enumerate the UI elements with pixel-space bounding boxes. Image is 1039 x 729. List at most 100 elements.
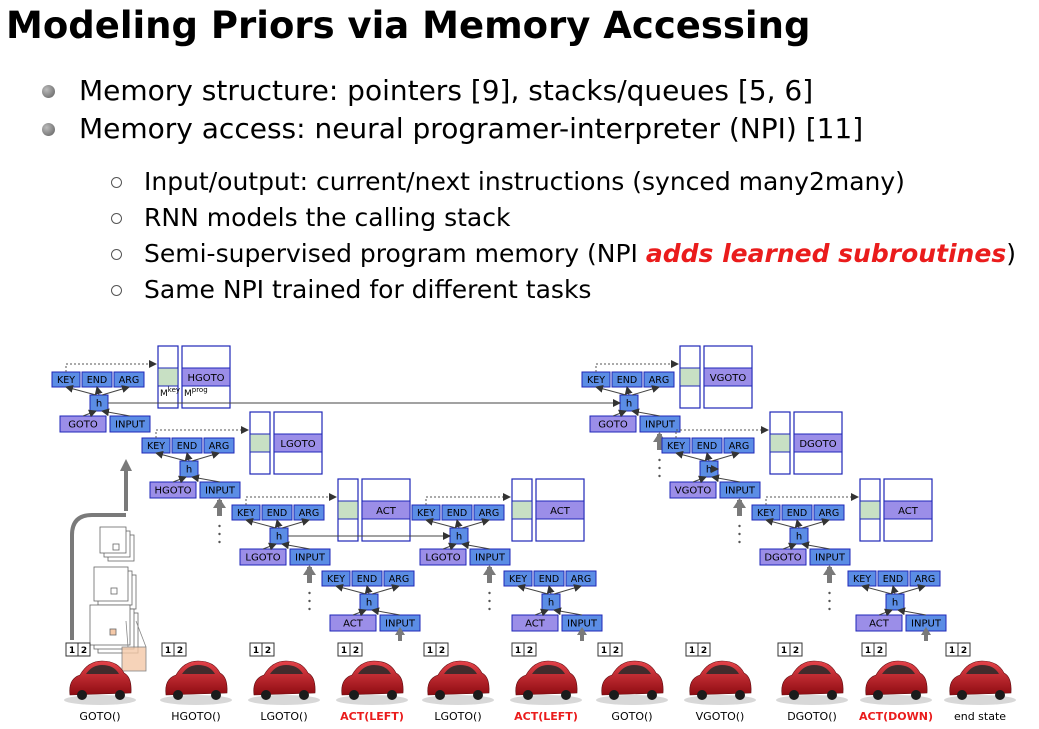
image-feed-arrow-head [120, 459, 132, 471]
frame-5-num2-box [523, 642, 537, 657]
npi-goto-left-mkey-selected [157, 367, 179, 387]
npi-act-1-input-label: INPUT [385, 619, 416, 630]
npi-act-1-end-label: END [357, 574, 377, 585]
subbullet-calling-stack: RNN models the calling stack [109, 200, 1016, 236]
frame-7-num2-box [697, 642, 711, 657]
bullet-memory-structure: Memory structure: pointers [9], stacks/q… [38, 72, 863, 110]
frame-4-car-window [444, 665, 477, 674]
frame-5-wheel-front [523, 690, 533, 700]
npi-lgoto-1-continuation-dot-2 [308, 607, 311, 611]
npi-goto-left-prog-to-h-arrow [82, 409, 97, 418]
frame-10-car-window [966, 665, 999, 674]
frame-10-num1: 1 [949, 646, 955, 656]
frame-7-caption: VGOTO() [696, 710, 745, 723]
frame-6-caption: GOTO() [611, 710, 652, 723]
npi-vgoto-prog-to-h-arrow [692, 475, 707, 484]
frame-0-wheel-rear [115, 690, 125, 700]
npi-hgoto-h-label: h [186, 465, 192, 476]
act-input-arrow-shaft-0 [398, 633, 402, 641]
frame-10-num2-box [957, 642, 971, 657]
npi-vgoto-key-label: KEY [667, 441, 685, 452]
npi-dgoto-continuation-dot-1 [828, 599, 831, 603]
npi-vgoto-h-to-key-arrow [675, 450, 707, 462]
subbullet-input-output: Input/output: current/next instructions … [109, 164, 1016, 200]
npi-hgoto-input-label: INPUT [205, 486, 236, 497]
main-bullet-list: Memory structure: pointers [9], stacks/q… [38, 72, 863, 148]
npi-lgoto-1-continuation-dot-0 [308, 591, 311, 595]
npi-dgoto-mkey-selected [859, 500, 881, 520]
npi-act-1-key-label: KEY [327, 574, 345, 585]
slide-title: Modeling Priors via Memory Accessing [6, 4, 811, 47]
frame-2-num2: 2 [265, 646, 271, 656]
frame-10-num2: 2 [961, 646, 967, 656]
npi-lgoto-2-continuation-dot-0 [488, 591, 491, 595]
frame-4-car-icon [427, 660, 490, 696]
frame-1-num1: 1 [165, 646, 171, 656]
frame-2-caption: LGOTO() [260, 710, 307, 723]
mkey-sup: key [168, 386, 180, 394]
npi-act-3-h-to-arg-arrow [897, 584, 926, 595]
npi-hgoto-continuation-dot-0 [218, 524, 221, 528]
frame-8-num2: 2 [793, 646, 799, 656]
frame-8-caption: DGOTO() [787, 710, 837, 723]
npi-act-2-h-to-key-arrow [517, 583, 549, 595]
npi-hgoto-prog-to-h-arrow [172, 475, 187, 484]
npi-lgoto-2-mprog-label: ACT [550, 506, 571, 517]
mprog-sup: prog [192, 386, 208, 394]
npi-hgoto-mkey-selected [249, 433, 271, 453]
npi-dgoto-input-arrow-head [823, 565, 836, 575]
npi-goto-right-mprog-label: VGOTO [710, 373, 747, 384]
npi-goto-right-input-label: INPUT [645, 420, 676, 431]
frame-8-shadow [776, 695, 848, 705]
npi-act-1-h-to-key-arrow [335, 583, 367, 595]
npi-dgoto-continuation-dot-0 [828, 591, 831, 595]
npi-lgoto-1-arg-label: ARG [299, 508, 319, 519]
frame-6-car-window [618, 665, 651, 674]
frame-3-shadow [336, 695, 408, 705]
npi-hgoto-continuation-dot-2 [218, 540, 221, 544]
npi-lgoto-1-program-label: LGOTO [245, 553, 280, 564]
npi-goto-left-program-label: GOTO [68, 420, 98, 431]
frame-7-car-icon [689, 660, 752, 696]
frame-8-wheel-rear [827, 690, 837, 700]
npi-act-2-h-label: h [548, 598, 554, 609]
frame-9-caption: ACT(DOWN) [859, 710, 933, 723]
npi-dgoto-arg-label: ARG [819, 508, 839, 519]
frame-6-num2: 2 [613, 646, 619, 656]
frame-8-wheel-front [789, 690, 799, 700]
frame-9-num2-box [873, 642, 887, 657]
npi-hgoto-end-label: END [177, 441, 197, 452]
npi-lgoto-2-input-label: INPUT [475, 553, 506, 564]
frame-7-num1: 1 [689, 646, 695, 656]
npi-act-1-arg-label: ARG [389, 574, 409, 585]
frame-7-num2: 2 [701, 646, 707, 656]
frame-0-shadow [64, 695, 136, 705]
frame-5-wheel-rear [561, 690, 571, 700]
npi-vgoto-input-to-h-arrow [711, 474, 741, 483]
npi-lgoto-1-input-arrow-head [303, 565, 316, 575]
npi-hgoto-h-to-arg-arrow [191, 451, 220, 462]
frame-5-num1: 1 [515, 646, 521, 656]
frame-2-car-window [270, 665, 303, 674]
npi-lgoto-2-key-label: KEY [417, 508, 435, 519]
npi-dgoto-input-to-h-arrow [801, 541, 831, 550]
npi-lgoto-2-input-to-h-arrow [461, 541, 491, 550]
frame-4-num2-box [435, 642, 449, 657]
frame-10-caption: end state [954, 710, 1006, 723]
npi-vgoto-continuation-dot-1 [738, 532, 741, 536]
frame-6-num2-box [609, 642, 623, 657]
npi-act-1-h-label: h [366, 598, 372, 609]
npi-act-2-end-label: END [539, 574, 559, 585]
npi-lgoto-1-input-to-h-arrow [281, 541, 311, 550]
glimpse-patch-2-0 [89, 604, 131, 646]
frame-4-shadow [422, 695, 494, 705]
frame-9-wheel-rear [911, 690, 921, 700]
frame-0-num2: 2 [81, 646, 87, 656]
frame-9-car-window [882, 665, 915, 674]
npi-act-1-prog-to-h-arrow [352, 608, 367, 617]
npi-act-3-h-to-key-arrow [861, 583, 893, 595]
npi-dgoto-end-label: END [787, 508, 807, 519]
image-crop-patch [121, 646, 147, 672]
npi-goto-right-input-to-h-arrow [631, 408, 661, 417]
npi-lgoto-1-h-to-key-arrow [245, 517, 277, 529]
